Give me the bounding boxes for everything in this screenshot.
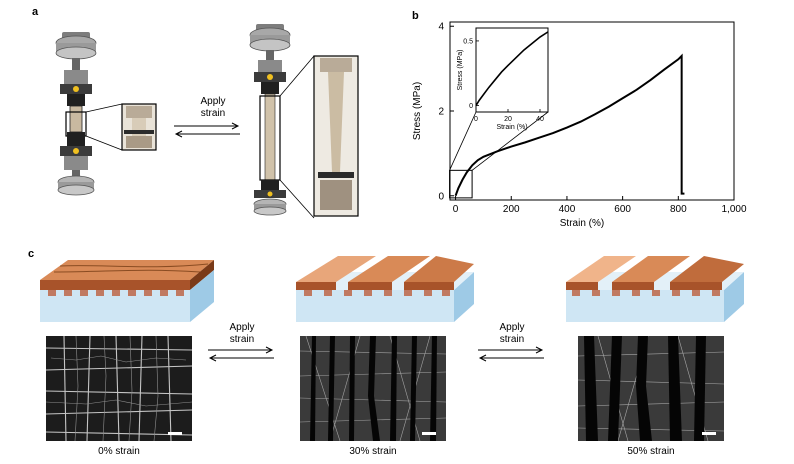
panel-letter-c: c	[28, 248, 35, 260]
inset-connector	[449, 111, 477, 171]
arrow-label-line1: Apply	[200, 96, 226, 107]
bidirectional-arrow-a	[174, 122, 240, 138]
panel-letter-b: b	[412, 10, 419, 22]
x-tick-label: 800	[670, 204, 687, 215]
arrow2-label-line2: strain	[499, 334, 525, 345]
apply-strain-label-c1: Apply strain	[212, 322, 272, 346]
schematic-50-strain	[566, 256, 744, 322]
tensile-tester-stretched	[249, 24, 359, 219]
x-axis-label: Strain (%)	[560, 218, 604, 229]
x-tick-label: 400	[559, 204, 576, 215]
y-axis-label: Stress (MPa)	[412, 82, 423, 140]
x-tick-label: 1,000	[721, 204, 746, 215]
tensile-tester-relaxed	[55, 32, 157, 196]
sem-image-30-strain	[300, 336, 446, 441]
inset-x-tick-label: 40	[536, 116, 544, 123]
arrow1-label-line2: strain	[229, 334, 255, 345]
inset-frame	[475, 27, 549, 113]
bidirectional-arrow-c1	[208, 346, 274, 362]
inset-y-tick-label: 0.5	[463, 38, 473, 45]
x-tick-label: 200	[503, 204, 520, 215]
y-tick-label: 2	[438, 107, 444, 118]
inset-x-tick-label: 0	[474, 116, 478, 123]
arrow-label-line2: strain	[200, 108, 226, 119]
inset-y-tick-label: 0	[469, 103, 473, 110]
stress-strain-line	[454, 53, 685, 197]
y-tick-label: 0	[438, 191, 444, 202]
inset-connector	[471, 111, 549, 171]
sem-image-0-strain	[46, 336, 192, 441]
inset-x-axis-label: Strain (%)	[496, 124, 527, 131]
x-tick-label: 0	[453, 204, 459, 215]
inset-line	[475, 31, 549, 106]
zoom-box	[449, 169, 473, 199]
panel-letter-a: a	[32, 6, 39, 18]
inset-x-tick-label: 20	[504, 116, 512, 123]
y-tick-label: 4	[438, 22, 444, 33]
arrow1-label-line1: Apply	[229, 322, 255, 333]
apply-strain-label-c2: Apply strain	[482, 322, 542, 346]
x-tick-label: 600	[614, 204, 631, 215]
inset-y-axis-label: Stress (MPa)	[457, 50, 464, 91]
bidirectional-arrow-c2	[478, 346, 544, 362]
caption-0-strain: 0% strain	[98, 446, 140, 457]
caption-30-strain: 30% strain	[349, 446, 397, 457]
arrow2-label-line1: Apply	[499, 322, 525, 333]
sem-image-50-strain	[578, 336, 724, 441]
schematic-30-strain	[296, 256, 474, 322]
caption-50-strain: 50% strain	[627, 446, 675, 457]
apply-strain-label-a: Apply strain	[185, 96, 241, 120]
schematic-0-strain	[40, 260, 214, 322]
